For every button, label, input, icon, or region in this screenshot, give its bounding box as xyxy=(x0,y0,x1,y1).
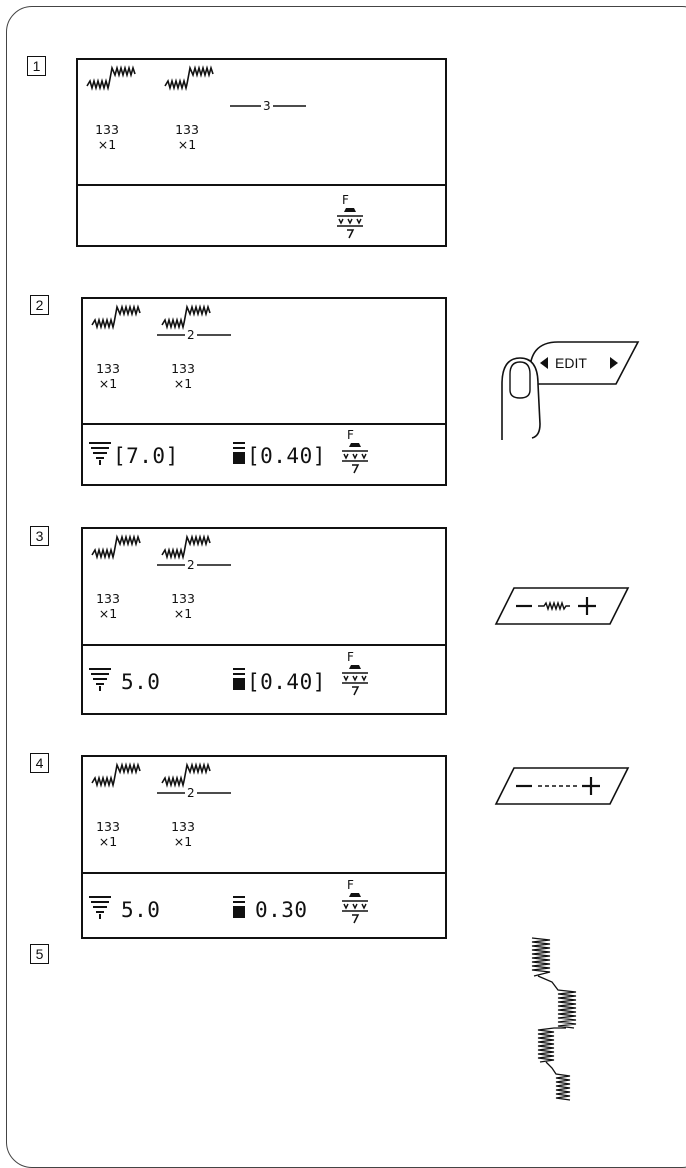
stitch-width-value: 5.0 xyxy=(121,899,160,921)
stitch-length-icon xyxy=(233,441,245,465)
edit-key[interactable]: EDIT xyxy=(500,332,640,442)
pattern-icon xyxy=(89,533,145,563)
stitch-length-key[interactable] xyxy=(494,766,630,806)
lcd-screen-1: 133 ×1 133 ×1 3 F xyxy=(76,58,447,247)
presser-foot-letter: F xyxy=(347,429,354,441)
zigzag-stitch-sample-icon xyxy=(526,936,586,1102)
cursor-label: 3 xyxy=(261,100,273,112)
step-number: 4 xyxy=(30,753,49,773)
step-number: 2 xyxy=(30,295,49,315)
pattern-icon xyxy=(89,761,145,791)
pattern-number: 133 xyxy=(93,363,123,375)
stitch-length-value: [0.40] xyxy=(247,671,326,693)
step-number: 3 xyxy=(30,526,49,546)
pattern-count: ×1 xyxy=(93,836,123,848)
finger-press-icon xyxy=(500,332,640,442)
pattern-icon xyxy=(89,303,145,333)
stitch-length-icon xyxy=(233,895,245,919)
presser-foot-letter: F xyxy=(347,651,354,663)
stitch-width-value: [7.0] xyxy=(113,445,179,467)
presser-foot-letter: F xyxy=(347,879,354,891)
stitch-width-icon xyxy=(89,667,111,691)
screen-divider xyxy=(83,872,445,874)
presser-foot-letter: F xyxy=(342,194,349,206)
pattern-count: ×1 xyxy=(93,608,123,620)
pattern-icon xyxy=(162,64,218,94)
stitch-width-key[interactable] xyxy=(494,586,630,626)
stitch-width-icon xyxy=(89,441,111,465)
lcd-screen-4: 2 133 ×1 133 ×1 5.0 0.30 F xyxy=(81,755,447,939)
pattern-count: ×1 xyxy=(168,378,198,390)
lcd-screen-2: 2 133 ×1 133 ×1 [7.0] [0.40] F xyxy=(81,297,447,486)
stitch-width-value: 5.0 xyxy=(121,671,160,693)
presser-foot-icon xyxy=(340,663,370,697)
lcd-screen-3: 2 133 ×1 133 ×1 5.0 [0.40] F xyxy=(81,527,447,715)
pattern-number: 133 xyxy=(172,124,202,136)
stitch-width-icon xyxy=(89,895,111,919)
pattern-number: 133 xyxy=(168,821,198,833)
step-number: 5 xyxy=(30,944,49,964)
pattern-number: 133 xyxy=(92,124,122,136)
pattern-count: ×1 xyxy=(92,139,122,151)
screen-divider xyxy=(78,184,445,186)
presser-foot-icon xyxy=(340,891,370,925)
cursor-label: 2 xyxy=(185,329,197,341)
pattern-count: ×1 xyxy=(168,608,198,620)
stitch-length-value: 0.30 xyxy=(255,899,308,921)
cursor-label: 2 xyxy=(185,787,197,799)
screen-divider xyxy=(83,644,445,646)
pattern-icon xyxy=(84,64,140,94)
pattern-number: 133 xyxy=(168,593,198,605)
pattern-number: 133 xyxy=(93,593,123,605)
pattern-count: ×1 xyxy=(172,139,202,151)
stitch-length-value: [0.40] xyxy=(247,445,326,467)
stitch-length-icon xyxy=(233,667,245,691)
pattern-number: 133 xyxy=(93,821,123,833)
pattern-count: ×1 xyxy=(93,378,123,390)
presser-foot-icon xyxy=(335,206,365,240)
pattern-count: ×1 xyxy=(168,836,198,848)
screen-divider xyxy=(83,423,445,425)
presser-foot-icon xyxy=(340,441,370,475)
cursor-label: 2 xyxy=(185,559,197,571)
step-number: 1 xyxy=(27,56,46,76)
pattern-number: 133 xyxy=(168,363,198,375)
